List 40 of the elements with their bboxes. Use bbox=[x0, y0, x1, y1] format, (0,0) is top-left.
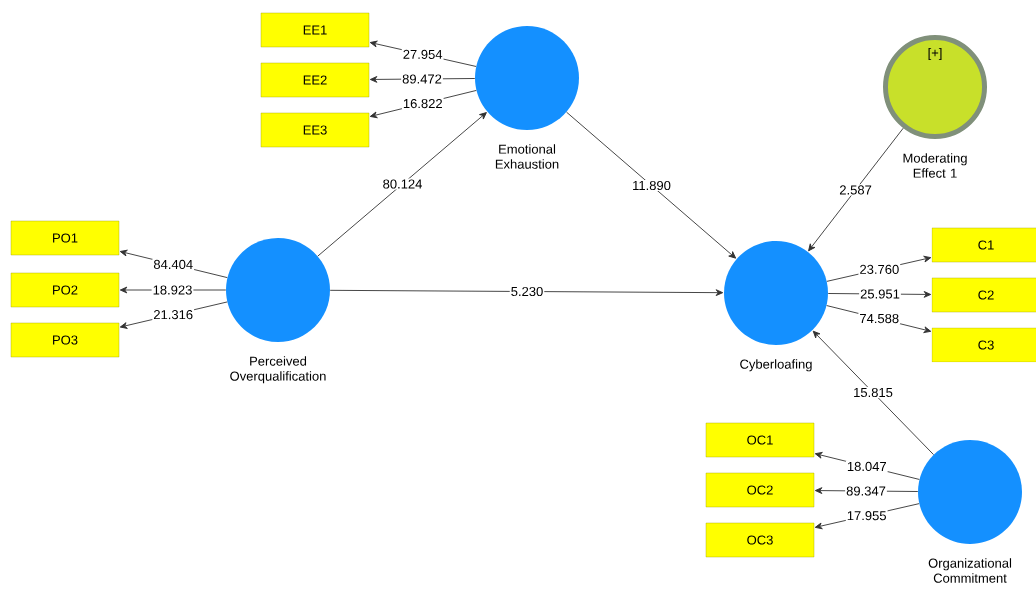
indicator-box: EE1 bbox=[260, 12, 370, 48]
edge-label: 25.951 bbox=[859, 288, 901, 300]
construct-label: Perceived Overqualification bbox=[230, 356, 326, 384]
edge-label: 17.955 bbox=[845, 510, 888, 522]
edge-label: 16.822 bbox=[401, 97, 444, 110]
edge-label: 74.588 bbox=[858, 312, 901, 325]
construct-label: Moderating Effect 1 bbox=[903, 153, 967, 178]
indicator-box: C2 bbox=[931, 277, 1036, 313]
edge-label: 23.760 bbox=[858, 263, 901, 275]
edge-label: 18.923 bbox=[151, 284, 194, 296]
arrow bbox=[317, 112, 487, 257]
indicator-box: OC3 bbox=[705, 522, 815, 558]
indicator-box: OC1 bbox=[705, 422, 815, 458]
edge-label: 89.472 bbox=[401, 73, 443, 85]
arrow bbox=[566, 111, 737, 259]
indicator-box: C3 bbox=[931, 327, 1036, 363]
indicator-box: C1 bbox=[931, 227, 1036, 263]
indicator-box: PO1 bbox=[10, 220, 120, 256]
indicator-box: OC2 bbox=[705, 472, 815, 508]
arrow bbox=[808, 127, 904, 252]
edge-label: 15.815 bbox=[852, 386, 894, 399]
indicator-box: EE2 bbox=[260, 62, 370, 98]
indicator-box: EE3 bbox=[260, 112, 370, 148]
edge-label: 27.954 bbox=[401, 48, 444, 60]
indicator-box: PO3 bbox=[10, 322, 120, 358]
edge-label: 84.404 bbox=[152, 258, 195, 270]
indicator-box: PO2 bbox=[10, 272, 120, 308]
arrow bbox=[812, 330, 935, 456]
edge-label: 21.316 bbox=[152, 309, 195, 321]
edge-label: 11.890 bbox=[631, 179, 672, 192]
edge-label: 5.230 bbox=[509, 285, 545, 298]
arrow bbox=[329, 289, 724, 297]
edge-label: 89.347 bbox=[845, 485, 887, 497]
edge-label: 18.047 bbox=[845, 460, 888, 473]
plus-label: [+] bbox=[928, 47, 942, 61]
construct-label: Organizational Commitment bbox=[928, 558, 1012, 583]
construct-label: Emotional Exhaustion bbox=[495, 144, 559, 169]
edge-label: 80.124 bbox=[381, 178, 424, 190]
edge-label: 2.587 bbox=[838, 184, 873, 196]
construct-label: Cyberloafing bbox=[740, 359, 812, 372]
